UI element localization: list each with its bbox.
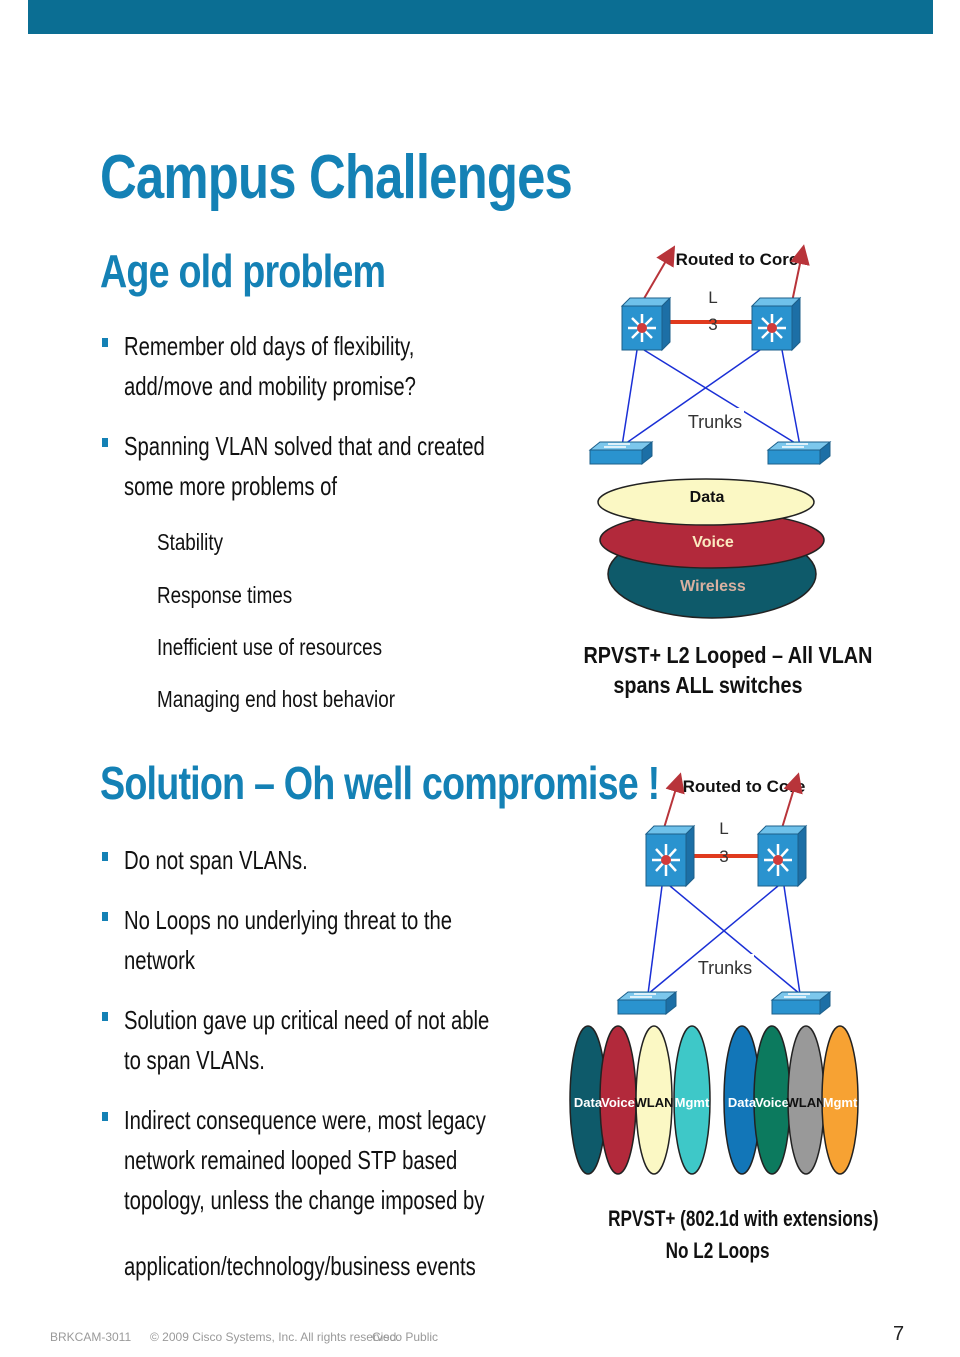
- vlan-label: Mgmt: [823, 1095, 858, 1110]
- vlan-ellipse: [821, 1025, 859, 1175]
- trunks-label: Trunks: [688, 412, 742, 432]
- vlan-label: Mgmt: [675, 1095, 710, 1110]
- sub-item: Stability: [157, 529, 224, 555]
- bullet-line: Spanning VLAN solved that and created: [124, 431, 485, 461]
- bullet-item: Solution gave up critical need of not ab…: [102, 1000, 592, 1080]
- trunk-links: [647, 885, 801, 995]
- bullet-line: No Loops no underlying threat to the: [124, 905, 453, 935]
- diagram-no-loops-topology: Routed to Core L 3 Trunks Data Voice WLA…: [569, 772, 859, 1175]
- trunk-links: [621, 349, 801, 447]
- diagram-looped-topology: Routed to Core L 3 Trunks Data Voice Wir…: [589, 244, 831, 619]
- uplink-arrow: [641, 245, 676, 303]
- bullet-item: Spanning VLAN solved that and created so…: [102, 426, 587, 506]
- bullet-item: Do not span VLANs.: [102, 840, 592, 880]
- vlan-label: Voice: [755, 1095, 789, 1110]
- section-heading-age-old-problem: Age old problem: [100, 245, 386, 297]
- bullet-list-solution: Do not span VLANs. No Loops no underlyin…: [102, 840, 592, 1220]
- l3-label: 3: [708, 315, 717, 334]
- vlan-data: [597, 478, 815, 526]
- bullet-list-problems: Remember old days of flexibility, add/mo…: [102, 326, 587, 506]
- l3-label: 3: [719, 847, 728, 866]
- bullet-line: add/move and mobility promise?: [124, 371, 416, 401]
- routed-to-core-label: Routed to Core: [683, 777, 806, 796]
- vlan-label: Voice: [601, 1095, 635, 1110]
- page-title: Campus Challenges: [100, 143, 573, 212]
- vlan-label: Voice: [692, 534, 734, 551]
- uplink-arrow: [790, 244, 810, 303]
- uplink-arrow: [663, 772, 685, 829]
- sub-item: Inefficient use of resources: [157, 634, 383, 660]
- vlan-ellipse: [635, 1025, 673, 1175]
- sub-item: Managing end host behavior: [157, 686, 396, 712]
- section-heading-solution: Solution – Oh well compromise !: [100, 757, 660, 809]
- l3-label: L: [719, 819, 728, 838]
- vlan-label: Data: [574, 1095, 603, 1110]
- bullet-line: network: [124, 945, 196, 975]
- vlan-ellipse: [673, 1025, 711, 1175]
- bullet-item: No Loops no underlying threat to the net…: [102, 900, 592, 980]
- bullet-line: network remained looped STP based: [124, 1145, 458, 1175]
- vlan-label: Data: [728, 1095, 757, 1110]
- vlan-label: WLAN: [787, 1095, 826, 1110]
- routed-to-core-label: Routed to Core: [676, 250, 799, 269]
- bullet-line: Remember old days of flexibility,: [124, 331, 415, 361]
- bullet-line: Do not span VLANs.: [124, 845, 308, 875]
- distribution-switch-icon: [644, 824, 696, 888]
- footer-classification: Cisco Public: [372, 1330, 439, 1344]
- top-banner: [28, 0, 933, 34]
- trunks-label: Trunks: [698, 958, 752, 978]
- vlan-label: Data: [690, 489, 725, 506]
- access-switch-icon: [589, 441, 653, 465]
- distribution-switch-icon: [756, 824, 808, 888]
- footer-copyright: © 2009 Cisco Systems, Inc. All rights re…: [150, 1330, 400, 1344]
- footer-code: BRKCAM-3011: [50, 1330, 132, 1344]
- bullet-line: Indirect consequence were, most legacy: [124, 1105, 486, 1135]
- bullet-line: to span VLANs.: [124, 1045, 265, 1075]
- vlan-label: WLAN: [635, 1095, 674, 1110]
- bullet-line: Solution gave up critical need of not ab…: [124, 1005, 490, 1035]
- diagram1-caption: RPVST+ L2 Looped – All VLAN spans ALL sw…: [583, 642, 873, 698]
- vlan-label: Wireless: [680, 578, 746, 595]
- bullet-item: Indirect consequence were, most legacy n…: [102, 1100, 592, 1220]
- bullet-line: some more problems of: [124, 471, 338, 501]
- bullet-line: topology, unless the change imposed by: [124, 1185, 485, 1215]
- l3-label: L: [708, 288, 717, 307]
- sub-item: Response times: [157, 582, 293, 608]
- bullet-item: Remember old days of flexibility, add/mo…: [102, 326, 587, 406]
- trailing-line: application/technology/business events: [124, 1251, 476, 1281]
- diagram2-caption: RPVST+ (802.1d with extensions) No L2 Lo…: [608, 1206, 879, 1263]
- distribution-switch-icon: [620, 296, 672, 352]
- access-switch-icon: [767, 441, 831, 465]
- access-switch-icon: [771, 991, 831, 1015]
- access-switch-icon: [617, 991, 677, 1015]
- page-number: 7: [893, 1323, 905, 1345]
- uplink-arrow: [781, 772, 803, 829]
- distribution-switch-icon: [750, 296, 802, 352]
